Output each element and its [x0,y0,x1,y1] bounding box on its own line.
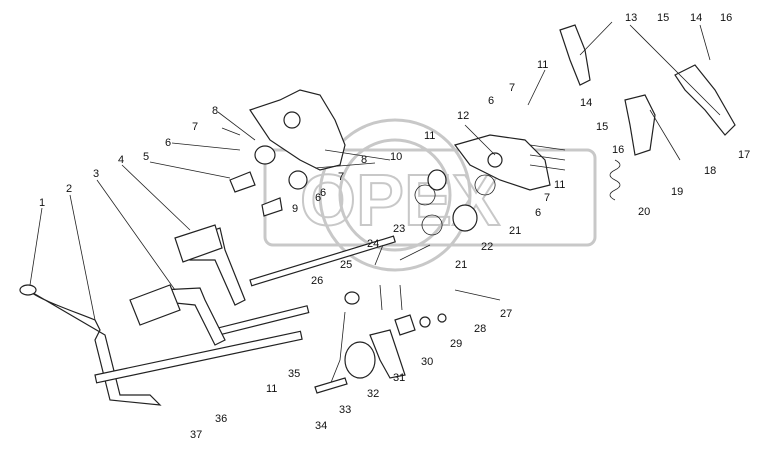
brake-pedal-pad [129,284,181,326]
bolts-25 [379,284,403,311]
callouts: 1 2 3 4 5 6 7 8 9 10 11 12 13 14 15 16 1… [39,12,750,441]
left-bracket [229,89,346,217]
callout-26: 26 [311,275,323,287]
callout-9: 9 [292,203,298,215]
clip-2 [261,197,283,217]
callout-14b: 14 [580,97,592,109]
callout-30: 30 [421,356,433,368]
spring-20 [609,159,621,201]
lever-13 [559,24,591,86]
callout-21b: 21 [455,259,467,271]
callout-6: 6 [165,137,171,149]
callout-6d: 6 [488,95,494,107]
callout-32: 32 [367,388,379,400]
callout-31: 31 [393,372,405,384]
callout-24: 24 [367,238,379,250]
callout-15b: 15 [596,121,608,133]
callout-10: 10 [390,151,402,163]
callout-33: 33 [339,404,351,416]
clip [229,171,256,193]
callout-25: 25 [340,259,352,271]
callout-11c: 11 [554,179,565,191]
callout-36: 36 [215,413,227,425]
callout-5: 5 [143,151,149,163]
callout-27: 27 [500,308,512,320]
callout-7b: 7 [338,171,344,183]
callout-22: 22 [481,241,493,253]
bushing-30 [394,314,416,336]
callout-17: 17 [738,149,750,161]
callout-16: 16 [720,12,732,24]
center-bracket [414,134,566,236]
lower-shaft [94,330,303,384]
callout-19: 19 [671,186,683,198]
callout-2: 2 [66,183,72,195]
pedal-pad-knob [19,284,37,296]
callout-37: 37 [190,429,202,441]
pedal-shaft-assembly [19,224,396,406]
callout-34: 34 [315,420,327,432]
leader-lines [29,21,721,321]
callout-13: 13 [625,12,637,24]
callout-21: 21 [509,225,521,237]
callout-8b: 8 [361,154,367,166]
rod-33 [329,311,346,386]
callout-4: 4 [118,154,124,166]
callout-16b: 16 [612,144,624,156]
callout-20: 20 [638,206,650,218]
callout-12: 12 [457,110,469,122]
callout-3: 3 [93,168,99,180]
callout-35: 35 [288,368,300,380]
snap-ring-3 [474,174,496,196]
lower-right-assembly [314,284,447,394]
callout-7c: 7 [544,192,550,204]
bolt-34 [314,377,348,394]
bushing [254,145,276,165]
callout-6c: 6 [535,207,541,219]
upper-shaft [249,235,396,287]
callout-11d: 11 [266,383,277,395]
lever-18 [624,94,656,156]
callout-29: 29 [450,338,462,350]
callout-6b: 6 [320,187,326,199]
nut-26 [344,291,360,305]
bushing-2 [288,170,308,190]
callout-14: 14 [690,12,702,24]
spring-drum [452,204,478,232]
callout-7: 7 [192,121,198,133]
callout-23: 23 [393,223,405,235]
callout-8: 8 [212,105,218,117]
washer-29 [419,316,431,328]
callout-1: 1 [39,197,45,209]
clutch-pedal-pad [174,224,223,263]
callout-6e: 6 [315,192,321,204]
snap-ring-2 [421,214,443,236]
callout-15: 15 [657,12,669,24]
callout-11: 11 [537,59,548,71]
disc-32 [344,341,376,379]
callout-7d: 7 [509,82,515,94]
bracket-31 [369,329,406,379]
callout-11b: 11 [424,130,435,142]
callout-18: 18 [704,165,716,177]
washer-28 [437,313,447,323]
callout-28: 28 [474,323,486,335]
snap-ring [414,184,436,206]
